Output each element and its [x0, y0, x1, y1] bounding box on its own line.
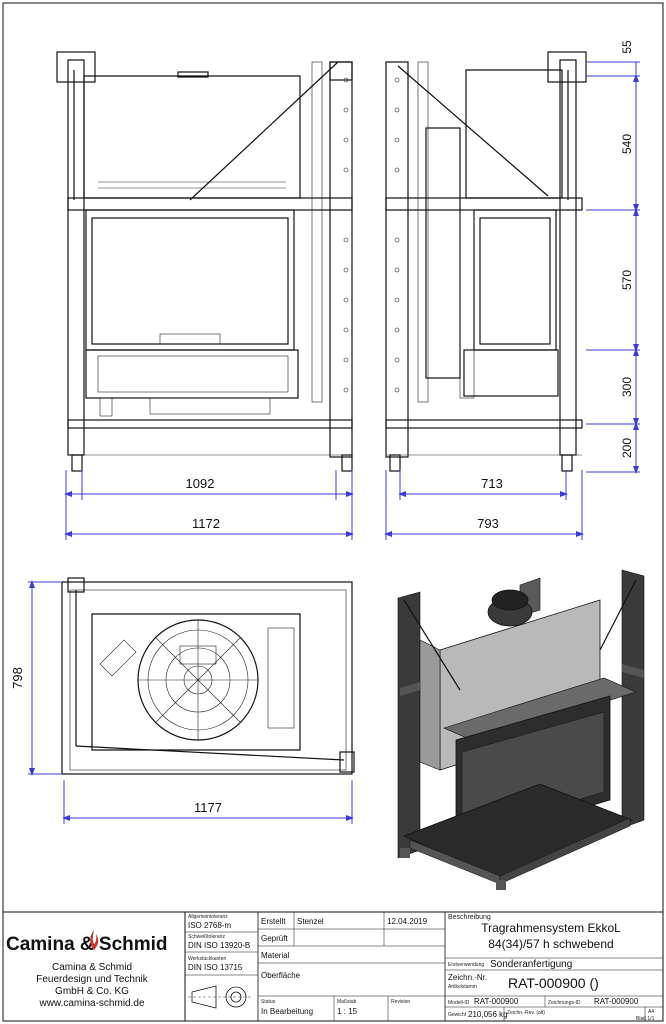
title-block: Camina & Schmid Camina & Schmid Feuerdes… [2, 911, 664, 1022]
dim-height-2: 540 [620, 134, 634, 154]
drawing-id-label: Zeichnungs-ID [548, 1000, 581, 1006]
tol-weld-label: Schweißtoleranz [188, 934, 225, 940]
dim-front-width-inner: 1092 [186, 476, 215, 491]
edges-label: Werkstückkanten [188, 956, 226, 962]
drawing-id-value: RAT-000900 [594, 997, 639, 1006]
company-line-3: GmbH & Co. KG [55, 986, 129, 997]
top-view [61, 577, 355, 775]
dim-height-4: 300 [620, 377, 634, 397]
side-dimensions: 713 793 55 540 570 300 200 [384, 40, 640, 540]
dim-height-3: 570 [620, 270, 634, 290]
article-label: Artikelstamm [448, 984, 477, 990]
scale-value: 1 : 15 [337, 1007, 358, 1016]
status-value: In Bearbeitung [261, 1007, 313, 1016]
description-label: Beschreibung [448, 914, 491, 921]
edges-value: DIN ISO 13715 [188, 963, 243, 972]
dim-side-width-inner: 713 [481, 476, 503, 491]
model-id-value: RAT-000900 [474, 997, 519, 1006]
company-line-2: Feuerdesign und Technik [36, 974, 149, 985]
surface-label: Oberfläche [261, 971, 301, 980]
sheet-value: Blatt 1/1 [636, 1016, 655, 1022]
front-dimensions: 1092 1172 [64, 470, 354, 540]
usage-value: Sonderanfertigung [490, 959, 572, 970]
checked-label: Geprüft [261, 934, 288, 943]
tol-weld-value: DIN ISO 13920-B [188, 941, 250, 950]
weight-value: 210,056 kg [468, 1010, 508, 1019]
dim-front-width-outer: 1172 [192, 516, 220, 531]
weight-label: Gewicht [448, 1012, 467, 1018]
company-logo: Camina & Schmid [6, 934, 168, 955]
status-label: Status [261, 999, 276, 1005]
usage-label: Erstverwendung [448, 962, 484, 968]
projection-symbol-icon [188, 985, 252, 1009]
model-id-label: Modell-ID [448, 1000, 470, 1006]
dim-height-1: 55 [620, 40, 634, 54]
dim-top-depth: 798 [10, 667, 25, 689]
drawing-rev-label: Zeichn.-Rev. (alt) [507, 1010, 545, 1016]
front-view [56, 51, 353, 472]
revision-label: Revision [391, 999, 410, 1005]
flame-icon [90, 930, 99, 950]
company-web: www.camina-schmid.de [38, 998, 144, 1009]
company-line-1: Camina & Schmid [52, 962, 132, 973]
scale-label: Maßstab [337, 999, 357, 1005]
tol-general-label: Allgemeintoleranz [188, 914, 228, 920]
created-by: Stenzel [297, 917, 324, 926]
drawing-no-value: RAT-000900 () [508, 975, 599, 991]
created-date: 12.04.2019 [387, 917, 428, 926]
dim-height-5: 200 [620, 438, 634, 458]
material-label: Material [261, 951, 290, 960]
drawing-no-label: Zeichn.-Nr. [448, 973, 487, 982]
isometric-view [397, 569, 645, 890]
format-value: A4 [648, 1009, 654, 1015]
dim-side-width-outer: 793 [477, 516, 499, 531]
side-view [385, 51, 587, 472]
created-label: Erstellt [261, 917, 286, 926]
top-dimensions: 798 1177 [10, 580, 354, 824]
description-line-1: Tragrahmensystem EkkoL [481, 921, 621, 935]
description-line-2: 84(34)/57 h schwebend [488, 937, 613, 951]
tol-general-value: ISO 2768-m [188, 921, 231, 930]
dim-top-width: 1177 [194, 800, 222, 815]
